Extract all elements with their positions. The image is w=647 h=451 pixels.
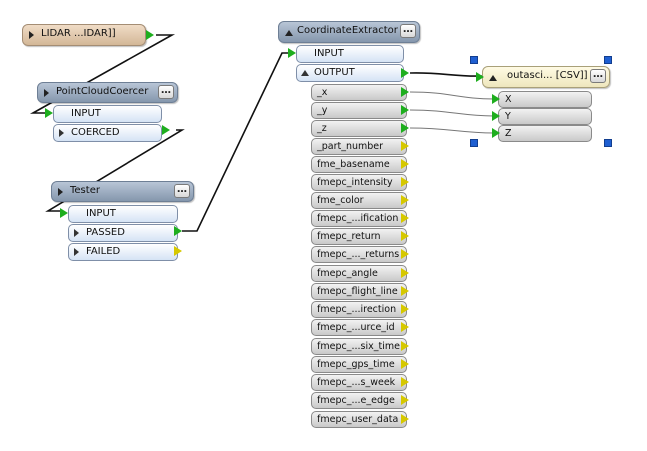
- attribute-port-icon[interactable]: [401, 304, 409, 314]
- attribute-port-icon[interactable]: [401, 231, 409, 241]
- coercer-input-port-icon[interactable]: [45, 108, 53, 118]
- writer-attribute-row[interactable]: Y: [498, 108, 592, 125]
- attribute-port-icon[interactable]: [401, 286, 409, 296]
- attribute-row[interactable]: fmepc_gps_time: [311, 356, 407, 373]
- attribute-port-icon[interactable]: [401, 213, 409, 223]
- collapse-arrow-icon[interactable]: [489, 75, 497, 81]
- attribute-port-icon[interactable]: [401, 414, 409, 424]
- port-label: INPUT: [71, 108, 101, 119]
- selection-handle-top-left[interactable]: [470, 56, 478, 64]
- extractor-output-port[interactable]: OUTPUT: [296, 64, 404, 82]
- tester-transformer[interactable]: Tester …: [51, 181, 194, 202]
- expand-arrow-icon[interactable]: [58, 188, 63, 196]
- attribute-port-icon[interactable]: [401, 105, 409, 115]
- attribute-port-icon[interactable]: [401, 123, 409, 133]
- tester-failed-port-icon[interactable]: [174, 246, 182, 256]
- attribute-port-icon[interactable]: [401, 177, 409, 187]
- attribute-row[interactable]: _x: [311, 84, 407, 101]
- port-label: PASSED: [86, 227, 125, 238]
- attribute-port-icon[interactable]: [401, 141, 409, 151]
- attribute-row[interactable]: fmepc_intensity: [311, 174, 407, 191]
- attribute-row[interactable]: fmepc_..._returns: [311, 246, 407, 263]
- attribute-row[interactable]: fmepc_...six_time: [311, 338, 407, 355]
- writer-input-port-icon[interactable]: [476, 72, 484, 82]
- attribute-row[interactable]: _z: [311, 120, 407, 137]
- transformer-title: Tester: [70, 185, 100, 196]
- attribute-row[interactable]: fmepc_...ification: [311, 210, 407, 227]
- attribute-row[interactable]: fmepc_...s_week: [311, 374, 407, 391]
- reader-output-port-icon[interactable]: [146, 30, 154, 40]
- writer-attribute-row[interactable]: X: [498, 91, 592, 108]
- tester-passed-port-icon[interactable]: [174, 226, 182, 236]
- collapse-arrow-icon[interactable]: [285, 30, 293, 36]
- writer-attribute-row[interactable]: Z: [498, 125, 592, 142]
- expand-arrow-icon[interactable]: [29, 31, 34, 39]
- extractor-output-port-icon[interactable]: [401, 68, 409, 78]
- port-label: INPUT: [314, 48, 344, 59]
- attribute-port-icon[interactable]: [401, 341, 409, 351]
- tester-passed-port[interactable]: PASSED: [68, 224, 178, 242]
- selection-handle-bottom-left[interactable]: [470, 139, 478, 147]
- attribute-row[interactable]: _part_number: [311, 138, 407, 155]
- port-label: COERCED: [71, 127, 120, 138]
- feature-type-menu-button[interactable]: …: [590, 69, 606, 83]
- writer-label: outasci... [CSV]]: [507, 70, 588, 81]
- attribute-port-icon[interactable]: [401, 249, 409, 259]
- reader-label: LIDAR ...IDAR]]: [41, 28, 116, 39]
- tester-input-port-icon[interactable]: [60, 208, 68, 218]
- selection-handle-top-right[interactable]: [604, 56, 612, 64]
- coercer-input-port[interactable]: INPUT: [53, 105, 162, 123]
- expand-arrow-icon[interactable]: [44, 89, 49, 97]
- extractor-input-port-icon[interactable]: [288, 48, 296, 58]
- reader-feature-type[interactable]: LIDAR ...IDAR]]: [22, 24, 146, 46]
- expand-arrow-icon[interactable]: [74, 248, 79, 256]
- port-label: INPUT: [86, 208, 116, 219]
- attribute-port-icon[interactable]: [401, 359, 409, 369]
- attribute-row[interactable]: fmepc_user_data: [311, 411, 407, 428]
- attribute-row[interactable]: fmepc_...irection: [311, 301, 407, 318]
- transformer-menu-button[interactable]: …: [158, 85, 174, 99]
- writer-attribute-port-icon[interactable]: [492, 94, 500, 104]
- pointcloudcoercer-transformer[interactable]: PointCloudCoercer …: [37, 82, 178, 103]
- transformer-menu-button[interactable]: …: [400, 24, 416, 38]
- transformer-title: CoordinateExtractor: [297, 25, 398, 36]
- attribute-row[interactable]: fmepc_...urce_id: [311, 319, 407, 336]
- attribute-row[interactable]: fmepc_angle: [311, 265, 407, 282]
- attribute-row[interactable]: fme_basename: [311, 156, 407, 173]
- port-label: FAILED: [86, 246, 121, 257]
- attribute-port-icon[interactable]: [401, 395, 409, 405]
- tester-input-port[interactable]: INPUT: [68, 205, 178, 223]
- attribute-port-icon[interactable]: [401, 377, 409, 387]
- attribute-row[interactable]: fmepc_return: [311, 228, 407, 245]
- writer-attribute-port-icon[interactable]: [492, 111, 500, 121]
- attribute-row[interactable]: fme_color: [311, 192, 407, 209]
- collapse-arrow-icon[interactable]: [301, 70, 309, 76]
- extractor-input-port[interactable]: INPUT: [296, 45, 404, 63]
- attribute-port-icon[interactable]: [401, 322, 409, 332]
- attribute-row[interactable]: fmepc_...e_edge: [311, 392, 407, 409]
- attribute-port-icon[interactable]: [401, 87, 409, 97]
- attribute-row[interactable]: fmepc_flight_line: [311, 283, 407, 300]
- attribute-port-icon[interactable]: [401, 159, 409, 169]
- selection-handle-bottom-right[interactable]: [604, 139, 612, 147]
- writer-feature-type[interactable]: outasci... [CSV]] …: [482, 66, 610, 88]
- port-label: OUTPUT: [314, 67, 355, 78]
- writer-attribute-port-icon[interactable]: [492, 128, 500, 138]
- coercer-output-port[interactable]: COERCED: [53, 124, 162, 142]
- expand-arrow-icon[interactable]: [59, 129, 64, 137]
- attribute-port-icon[interactable]: [401, 195, 409, 205]
- attribute-row[interactable]: _y: [311, 102, 407, 119]
- expand-arrow-icon[interactable]: [74, 229, 79, 237]
- attribute-port-icon[interactable]: [401, 268, 409, 278]
- transformer-menu-button[interactable]: …: [174, 184, 190, 198]
- coordinateextractor-transformer[interactable]: CoordinateExtractor …: [278, 21, 420, 43]
- tester-failed-port[interactable]: FAILED: [68, 243, 178, 261]
- transformer-title: PointCloudCoercer: [56, 86, 149, 97]
- coercer-output-port-icon[interactable]: [162, 125, 170, 135]
